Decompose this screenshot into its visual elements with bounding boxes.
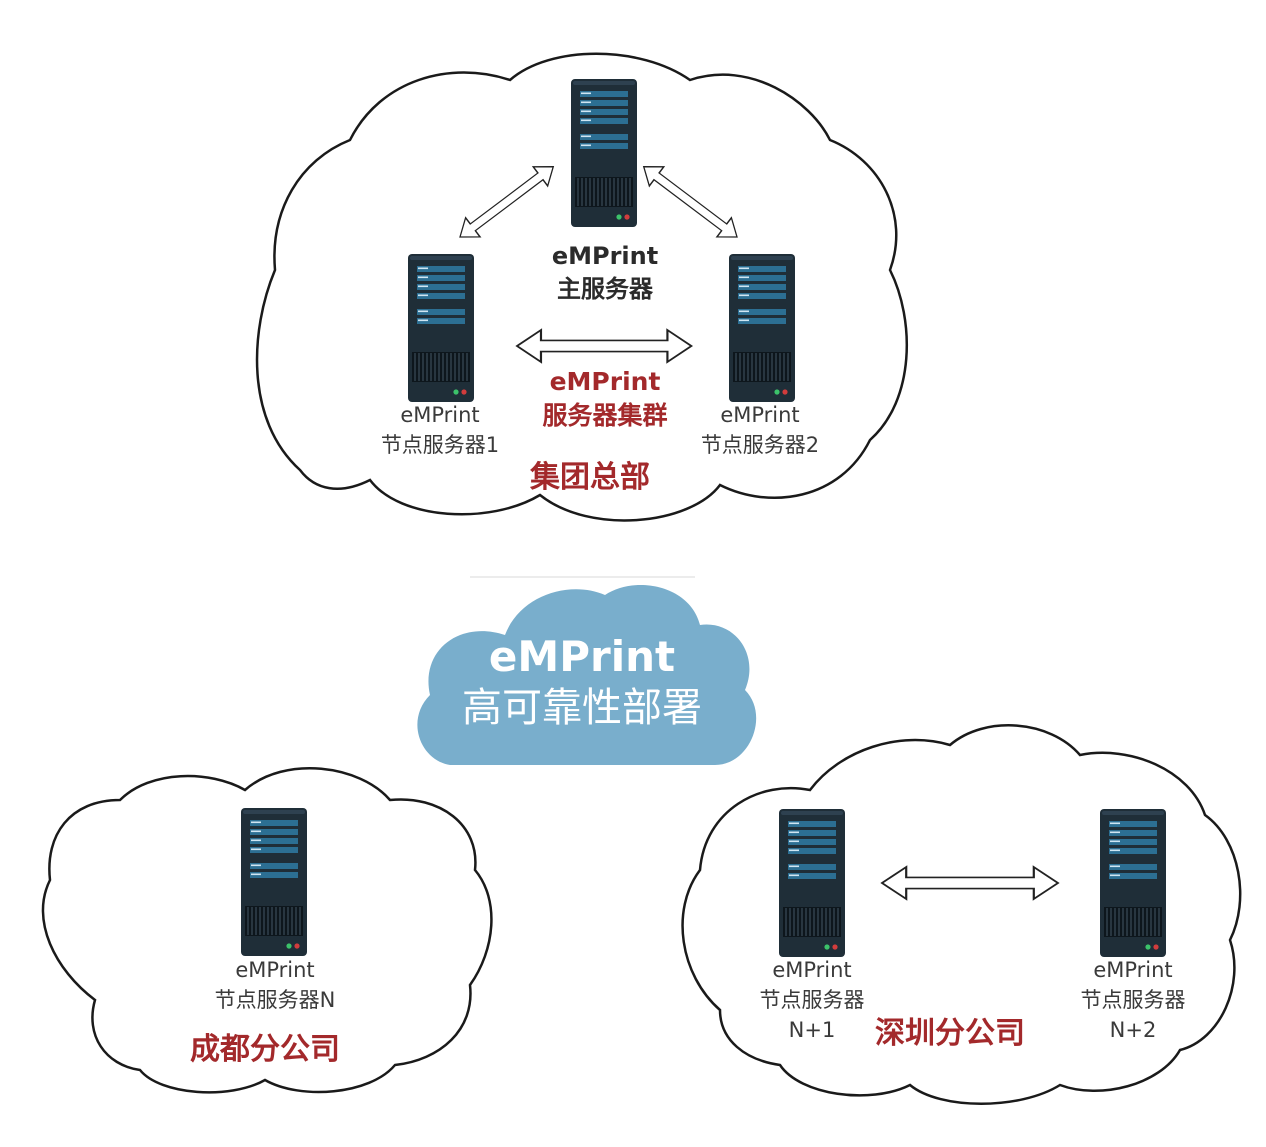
- node2-server-icon: [728, 253, 796, 403]
- chengdu-cloud-outline: [41, 766, 493, 1094]
- chengdu-site-label: 成都分公司: [190, 1032, 340, 1067]
- center-cloud-text: eMPrint 高可靠性部署: [432, 632, 732, 734]
- center-subtitle: 高可靠性部署: [462, 685, 702, 731]
- nodeN1-server-icon: [778, 808, 846, 958]
- double-arrow-icon: [635, 156, 745, 248]
- double-arrow-icon: [880, 865, 1060, 901]
- nodeN2-server-icon: [1099, 808, 1167, 958]
- shenzhen-cloud-outline: [681, 724, 1242, 1105]
- center-title: eMPrint: [488, 632, 676, 681]
- node1-server-icon: [407, 253, 475, 403]
- cluster-label: eMPrint 服务器集群: [542, 367, 668, 430]
- nodeN-server-icon: [240, 807, 308, 957]
- main-server-icon: [570, 78, 638, 228]
- double-arrow-icon: [452, 156, 562, 248]
- nodeN-label: eMPrint 节点服务器N: [214, 958, 336, 1012]
- node2-label: eMPrint 节点服务器2: [700, 403, 820, 457]
- double-arrow-icon: [515, 328, 693, 364]
- main-server-label: eMPrint 主服务器: [551, 242, 659, 303]
- nodeN2-label: eMPrint 节点服务器 N+2: [1080, 958, 1186, 1042]
- hq-cloud-outline: [255, 52, 908, 522]
- hq-site-label: 集团总部: [530, 460, 650, 495]
- shenzhen-site-label: 深圳分公司: [875, 1016, 1025, 1051]
- node1-label: eMPrint 节点服务器1: [380, 403, 500, 457]
- center-cloud-shape: [417, 585, 757, 765]
- nodeN1-label: eMPrint 节点服务器 N+1: [759, 958, 865, 1042]
